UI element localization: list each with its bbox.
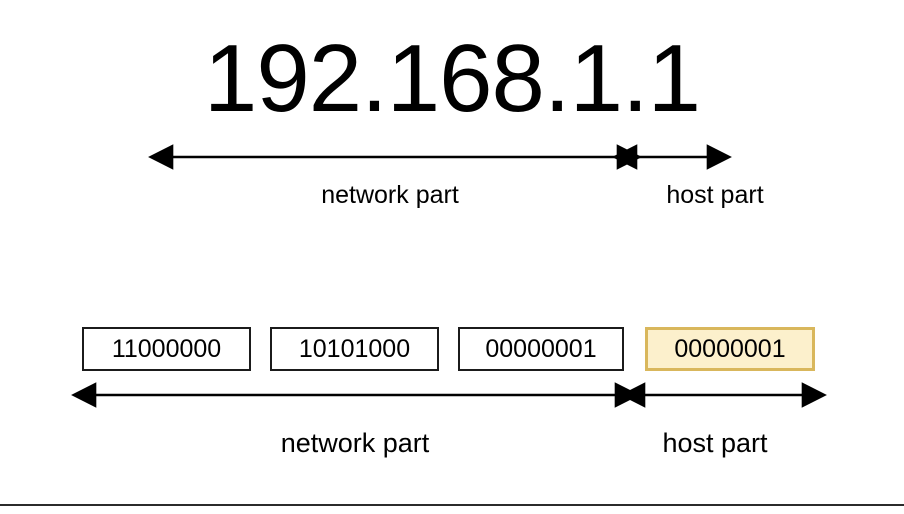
octet-box-3: 00000001 xyxy=(458,327,624,371)
octet-box-1: 11000000 xyxy=(82,327,251,371)
binary-octet-row: 11000000 10101000 00000001 00000001 xyxy=(82,327,822,371)
top-network-label: network part xyxy=(321,181,459,209)
bottom-host-label: host part xyxy=(662,428,768,458)
octet-box-2: 10101000 xyxy=(270,327,439,371)
top-host-label: host part xyxy=(666,181,764,209)
ip-address-text: 192.168.1.1 xyxy=(203,25,701,132)
bottom-divider xyxy=(0,504,904,506)
bottom-network-label: network part xyxy=(280,428,430,458)
octet-box-4-highlighted: 00000001 xyxy=(645,327,815,371)
